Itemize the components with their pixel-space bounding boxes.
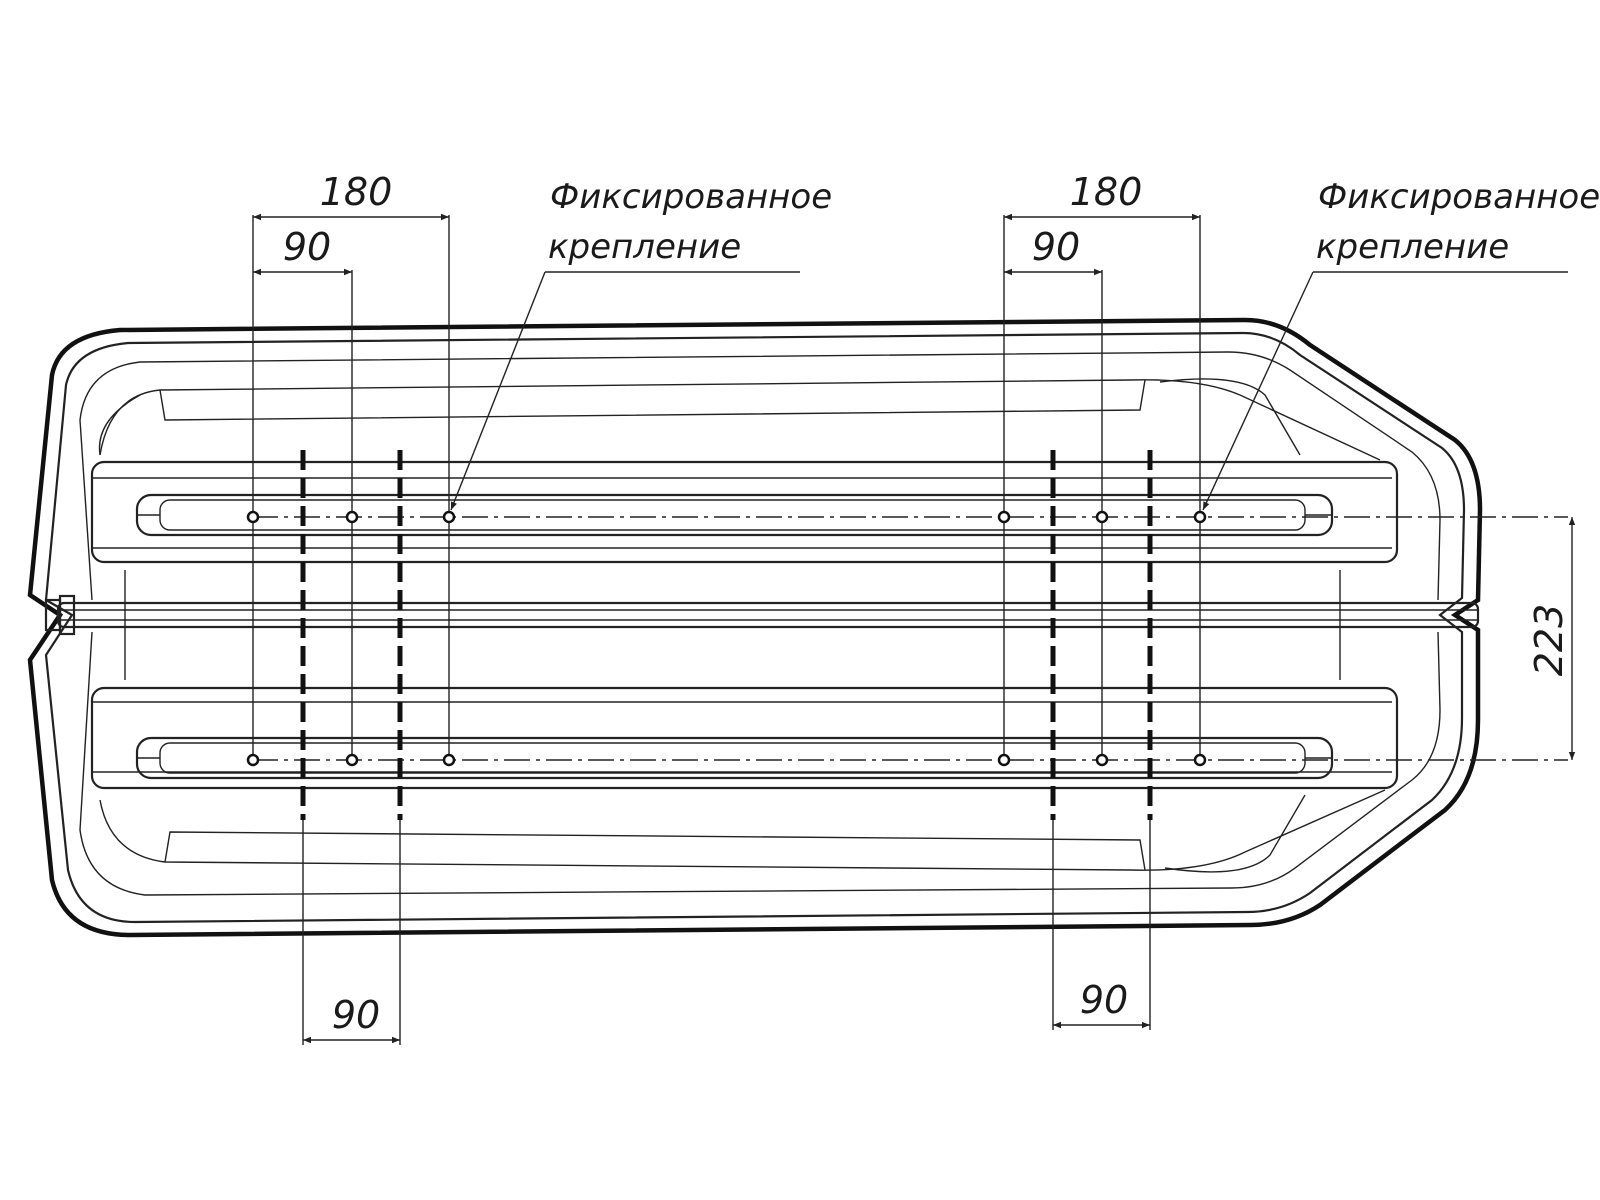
note-left-line1: Фиксированное xyxy=(550,177,832,217)
note-left-line2: крепление xyxy=(548,227,741,267)
note-right-line1: Фиксированное xyxy=(1318,177,1600,217)
dimension-90-right-bottom: 90 xyxy=(1053,978,1150,1029)
dim-90-right-top-label: 90 xyxy=(1032,225,1080,269)
note-right-line2: крепление xyxy=(1316,227,1509,267)
note-fixed-mount-left: Фиксированное крепление xyxy=(450,177,832,511)
box-ribs xyxy=(90,460,1399,790)
dim-223-label: 223 xyxy=(1527,604,1571,677)
box-inner-contours xyxy=(79,351,1441,896)
center-seam xyxy=(44,594,1480,636)
mounting-slots xyxy=(135,493,1334,780)
dimension-90-left-top: 90 xyxy=(253,225,352,276)
dimension-180-left: 180 xyxy=(253,170,449,221)
box-outer-shell xyxy=(27,317,1483,938)
dim-90-right-bottom-label: 90 xyxy=(1080,978,1128,1022)
dimension-180-right: 180 xyxy=(1004,170,1200,221)
mount-holes xyxy=(246,510,1207,767)
dimension-90-right-top: 90 xyxy=(1004,225,1102,276)
crossbar-lines xyxy=(300,450,1153,820)
dim-180-right-label: 180 xyxy=(1070,170,1143,214)
dimension-223: 223 xyxy=(1527,517,1576,760)
note-fixed-mount-right: Фиксированное крепление xyxy=(1202,177,1600,511)
slot-centerlines xyxy=(252,516,1568,761)
dim-90-left-bottom-label: 90 xyxy=(332,993,380,1037)
dim-180-left-label: 180 xyxy=(320,170,393,214)
dimension-90-left-bottom: 90 xyxy=(303,993,400,1044)
dim-90-left-top-label: 90 xyxy=(283,225,331,269)
